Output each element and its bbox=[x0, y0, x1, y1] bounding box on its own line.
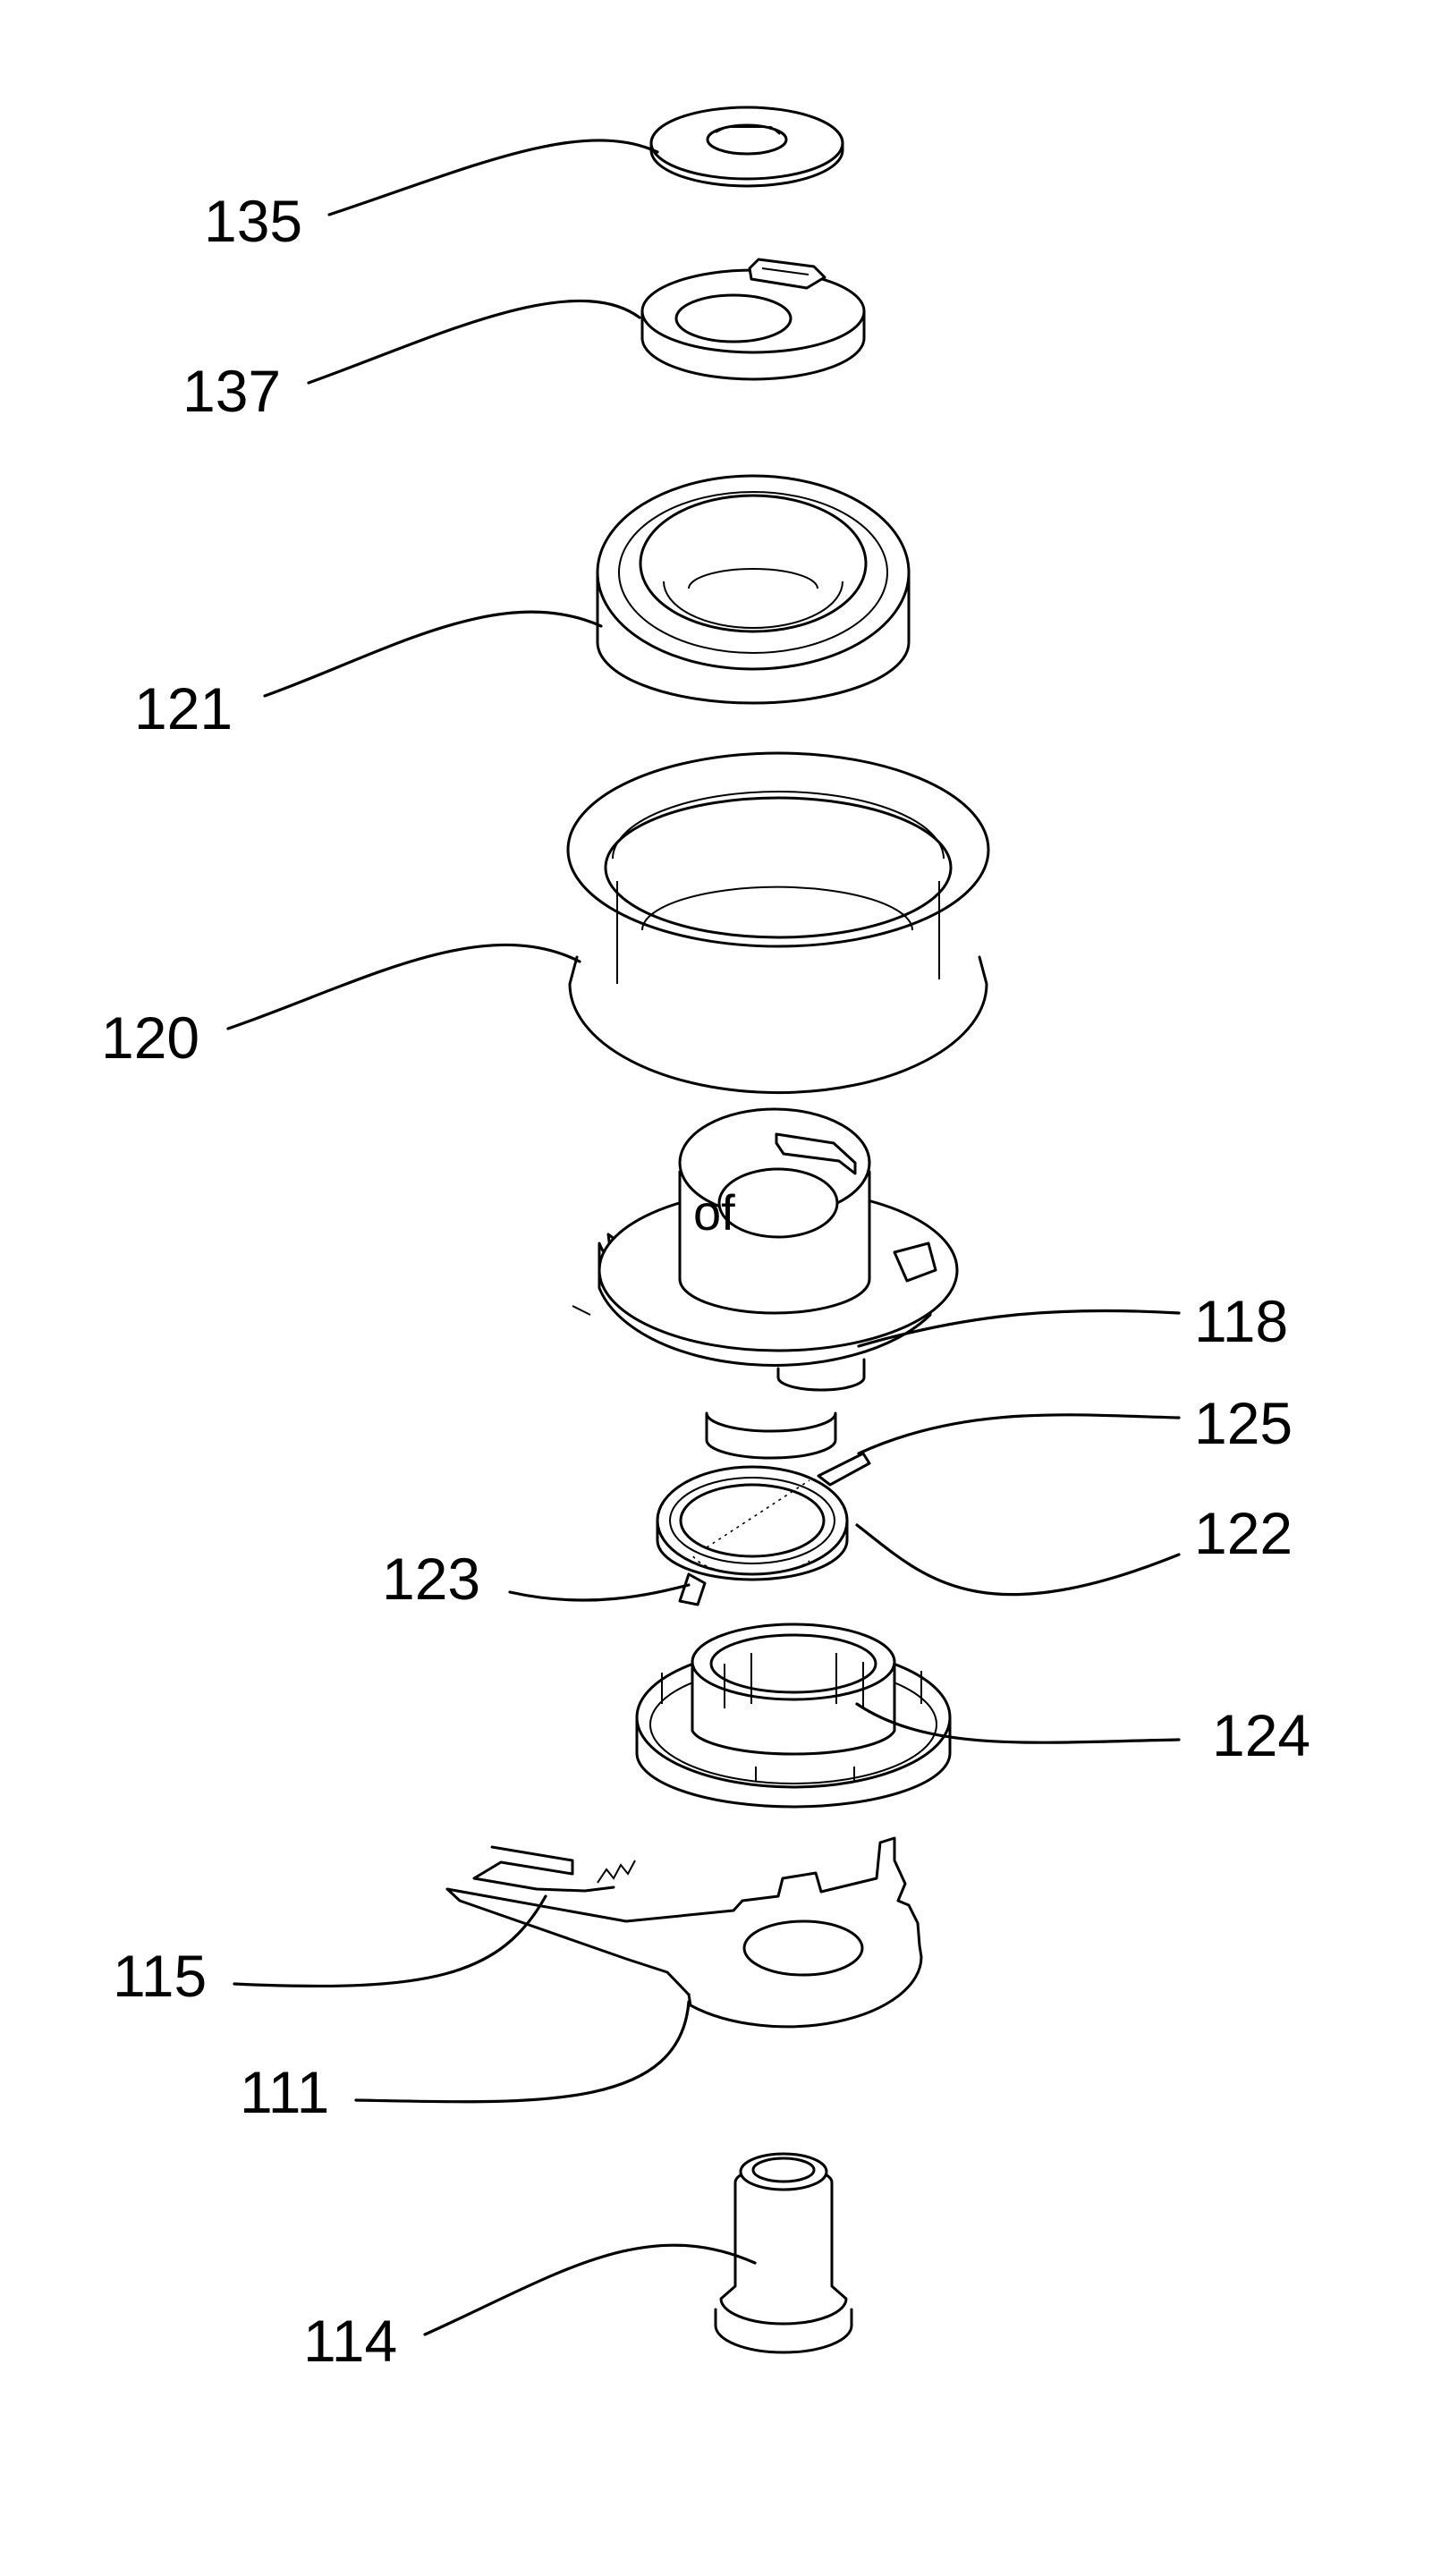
part-121-ring bbox=[598, 476, 909, 703]
part-137-washer bbox=[642, 259, 864, 379]
label-122: 122 bbox=[1194, 1500, 1293, 1566]
label-114: 114 bbox=[303, 2308, 397, 2374]
label-135: 135 bbox=[204, 188, 302, 254]
leader-114 bbox=[425, 2245, 755, 2334]
part-135-washer bbox=[651, 107, 843, 186]
part-120-sleeve bbox=[568, 753, 988, 1093]
leader-122 bbox=[857, 1525, 1179, 1595]
part-118-hub bbox=[572, 1109, 957, 1458]
leader-123 bbox=[510, 1585, 689, 1600]
label-124: 124 bbox=[1212, 1702, 1310, 1768]
label-121: 121 bbox=[134, 675, 233, 741]
part-124-cup bbox=[637, 1624, 950, 1807]
label-120: 120 bbox=[101, 1004, 199, 1071]
leader-121 bbox=[265, 612, 601, 696]
part-122-spring bbox=[657, 1453, 869, 1605]
label-123: 123 bbox=[382, 1546, 480, 1612]
leader-111 bbox=[356, 2002, 689, 2102]
label-111: 111 bbox=[240, 2059, 329, 2125]
part-114-post bbox=[716, 2154, 852, 2352]
label-115: 115 bbox=[113, 1943, 207, 2009]
leader-125 bbox=[859, 1415, 1179, 1453]
label-118: 118 bbox=[1194, 1288, 1288, 1354]
label-137: 137 bbox=[182, 358, 281, 424]
label-125: 125 bbox=[1194, 1390, 1293, 1456]
leader-120 bbox=[228, 945, 580, 1029]
leader-137 bbox=[309, 301, 640, 383]
leader-135 bbox=[329, 140, 657, 215]
stray-mark: of bbox=[693, 1184, 735, 1241]
